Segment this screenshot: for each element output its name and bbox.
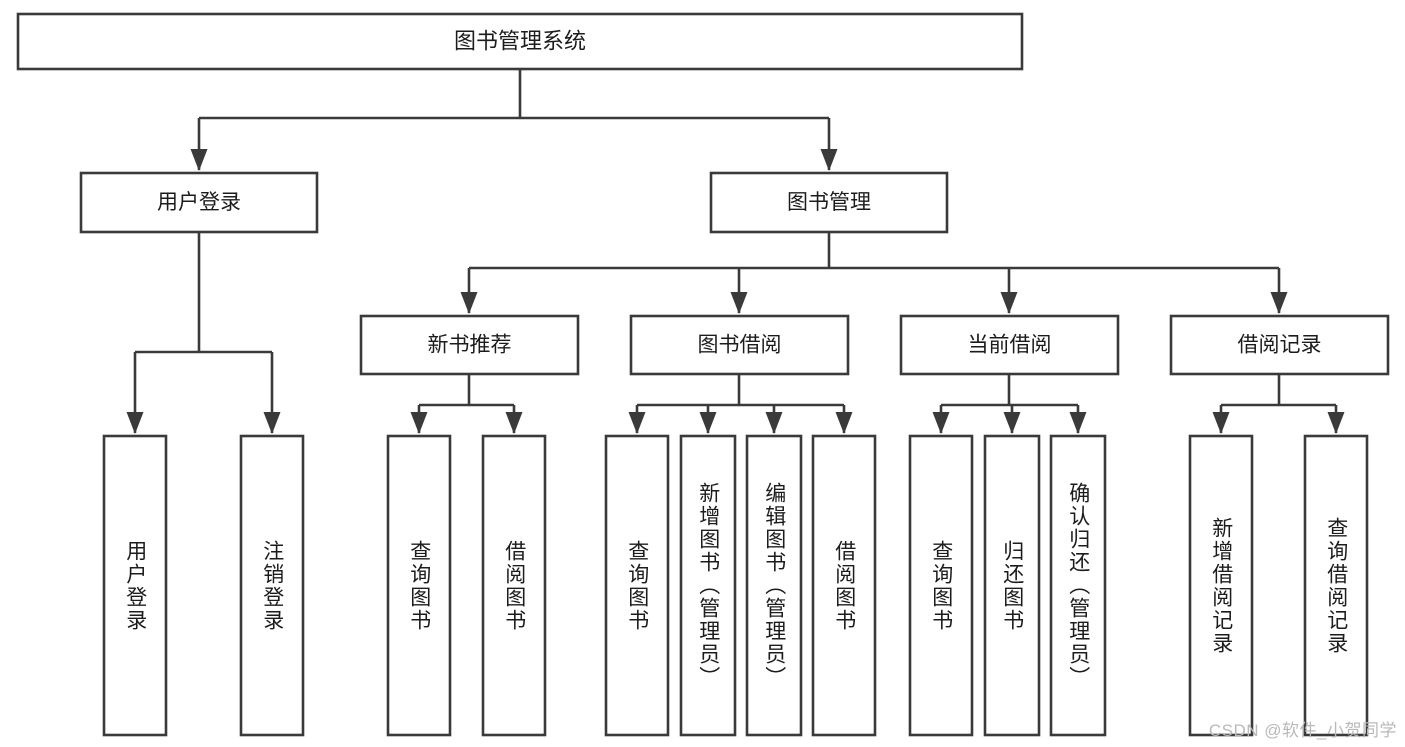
watermark-text: CSDN @软件_小贺同学 xyxy=(1208,721,1397,740)
borrow-to-leaves-arrow-0 xyxy=(628,412,646,434)
borrow-to-leaves-arrow-3 xyxy=(835,412,853,434)
node-box-rect[interactable] xyxy=(102,434,168,737)
root-to-level2-arrow-1 xyxy=(820,149,838,171)
node-box-rect[interactable] xyxy=(604,434,670,737)
level3-node-3[interactable] xyxy=(1169,314,1390,376)
books-to-level3-arrow-3 xyxy=(1270,292,1288,314)
leaf-node-5[interactable] xyxy=(679,434,737,737)
level3-node-0[interactable] xyxy=(359,314,580,376)
books-to-level3-arrow-2 xyxy=(1000,292,1018,314)
node-box-rect[interactable] xyxy=(983,434,1041,737)
books-to-level3-arrow-0 xyxy=(460,292,478,314)
login-to-leaves-arrow-1 xyxy=(263,412,281,434)
leaf-node-2[interactable] xyxy=(386,434,452,737)
node-box-rect[interactable] xyxy=(1303,434,1369,737)
node-box-rect[interactable] xyxy=(1049,434,1107,737)
leaf-node-9[interactable] xyxy=(983,434,1041,737)
node-box-rect[interactable] xyxy=(679,434,737,737)
level3-node-label-2: 当前借阅 xyxy=(968,334,1052,357)
node-box-rect[interactable] xyxy=(359,314,580,376)
leaf-node-7[interactable] xyxy=(811,434,877,737)
leaf-node-10[interactable] xyxy=(1049,434,1107,737)
borrow-to-leaves-arrow-2 xyxy=(765,412,783,434)
leaf-node-1[interactable] xyxy=(239,434,305,737)
leaf-node-6[interactable] xyxy=(745,434,803,737)
level2-node-1[interactable] xyxy=(709,171,949,234)
level3-node-label-0: 新书推荐 xyxy=(428,334,512,357)
recommend-to-leaves-arrow-1 xyxy=(505,412,523,434)
level2-node-label-1: 图书管理 xyxy=(787,191,871,214)
node-box-rect[interactable] xyxy=(709,171,949,234)
record-to-leaves-arrow-0 xyxy=(1212,412,1230,434)
level2-node-0[interactable] xyxy=(79,171,319,234)
record-to-leaves-arrow-1 xyxy=(1327,412,1345,434)
node-box-rect[interactable] xyxy=(811,434,877,737)
root-to-level2-arrow-0 xyxy=(190,149,208,171)
level3-node-label-1: 图书借阅 xyxy=(698,334,782,357)
node-box-rect[interactable] xyxy=(908,434,974,737)
node-box-rect[interactable] xyxy=(1188,434,1254,737)
current-to-leaves-arrow-1 xyxy=(1003,412,1021,434)
node-box-rect[interactable] xyxy=(386,434,452,737)
root-node-label: 图书管理系统 xyxy=(454,28,586,53)
level3-node-1[interactable] xyxy=(629,314,850,376)
recommend-to-leaves-arrow-0 xyxy=(410,412,428,434)
leaf-node-8[interactable] xyxy=(908,434,974,737)
node-box-rect[interactable] xyxy=(79,171,319,234)
node-box-rect[interactable] xyxy=(1169,314,1390,376)
leaf-node-0[interactable] xyxy=(102,434,168,737)
node-box-rect[interactable] xyxy=(16,12,1024,71)
borrow-to-leaves-arrow-1 xyxy=(699,412,717,434)
leaf-node-3[interactable] xyxy=(481,434,547,737)
node-box-rect[interactable] xyxy=(481,434,547,737)
node-box-rect[interactable] xyxy=(239,434,305,737)
node-box-rect[interactable] xyxy=(745,434,803,737)
leaf-node-4[interactable] xyxy=(604,434,670,737)
login-to-leaves-arrow-0 xyxy=(126,412,144,434)
root-node[interactable] xyxy=(16,12,1024,71)
node-box-rect[interactable] xyxy=(629,314,850,376)
current-to-leaves-arrow-0 xyxy=(932,412,950,434)
node-box-rect[interactable] xyxy=(899,314,1120,376)
leaf-node-12[interactable] xyxy=(1303,434,1369,737)
current-to-leaves-arrow-2 xyxy=(1069,412,1087,434)
level3-node-2[interactable] xyxy=(899,314,1120,376)
edges-layer xyxy=(126,69,1345,434)
leaf-node-11[interactable] xyxy=(1188,434,1254,737)
level3-node-label-3: 借阅记录 xyxy=(1238,334,1322,357)
level2-node-label-0: 用户登录 xyxy=(157,191,241,214)
boxes-layer xyxy=(16,12,1390,737)
books-to-level3-arrow-1 xyxy=(730,292,748,314)
